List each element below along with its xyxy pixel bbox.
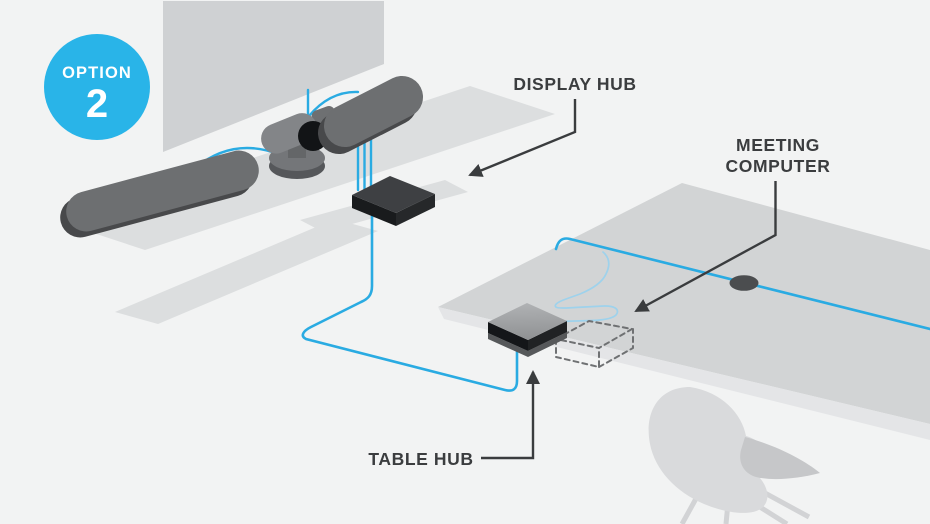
left-speaker	[60, 150, 259, 238]
meeting-computer-placeholder	[555, 320, 634, 368]
display-hub-label: DISPLAY HUB	[513, 74, 636, 94]
meeting-computer-arrow	[634, 181, 777, 313]
table-hub-device	[488, 303, 567, 357]
table-hub-arrow	[481, 370, 540, 460]
chair-seat	[740, 437, 820, 480]
callouts: DISPLAY HUB MEETING COMPUTER TABLE HUB	[368, 74, 831, 469]
table-surface-cable	[554, 237, 930, 331]
chair	[648, 387, 820, 524]
floor-cable-run	[301, 214, 519, 392]
display-screen	[163, 1, 384, 152]
meeting-computer-label-line2: COMPUTER	[726, 156, 831, 176]
lower-shelf	[115, 219, 378, 324]
display-hub-arrow	[468, 99, 577, 177]
meeting-computer-label-line1: MEETING	[736, 135, 820, 155]
option-badge: OPTION 2	[44, 34, 150, 140]
table-hub-label: TABLE HUB	[368, 449, 473, 469]
meeting-computer-cable	[554, 251, 619, 323]
camera-cable	[307, 90, 360, 118]
badge-circle	[44, 34, 150, 140]
table-top	[438, 183, 930, 424]
badge-number: 2	[86, 82, 108, 126]
badge-label: OPTION	[62, 64, 132, 82]
cable-grommet	[729, 275, 759, 291]
display-hub-device	[352, 176, 435, 226]
right-speaker	[317, 75, 424, 155]
chair-shell	[648, 387, 768, 513]
